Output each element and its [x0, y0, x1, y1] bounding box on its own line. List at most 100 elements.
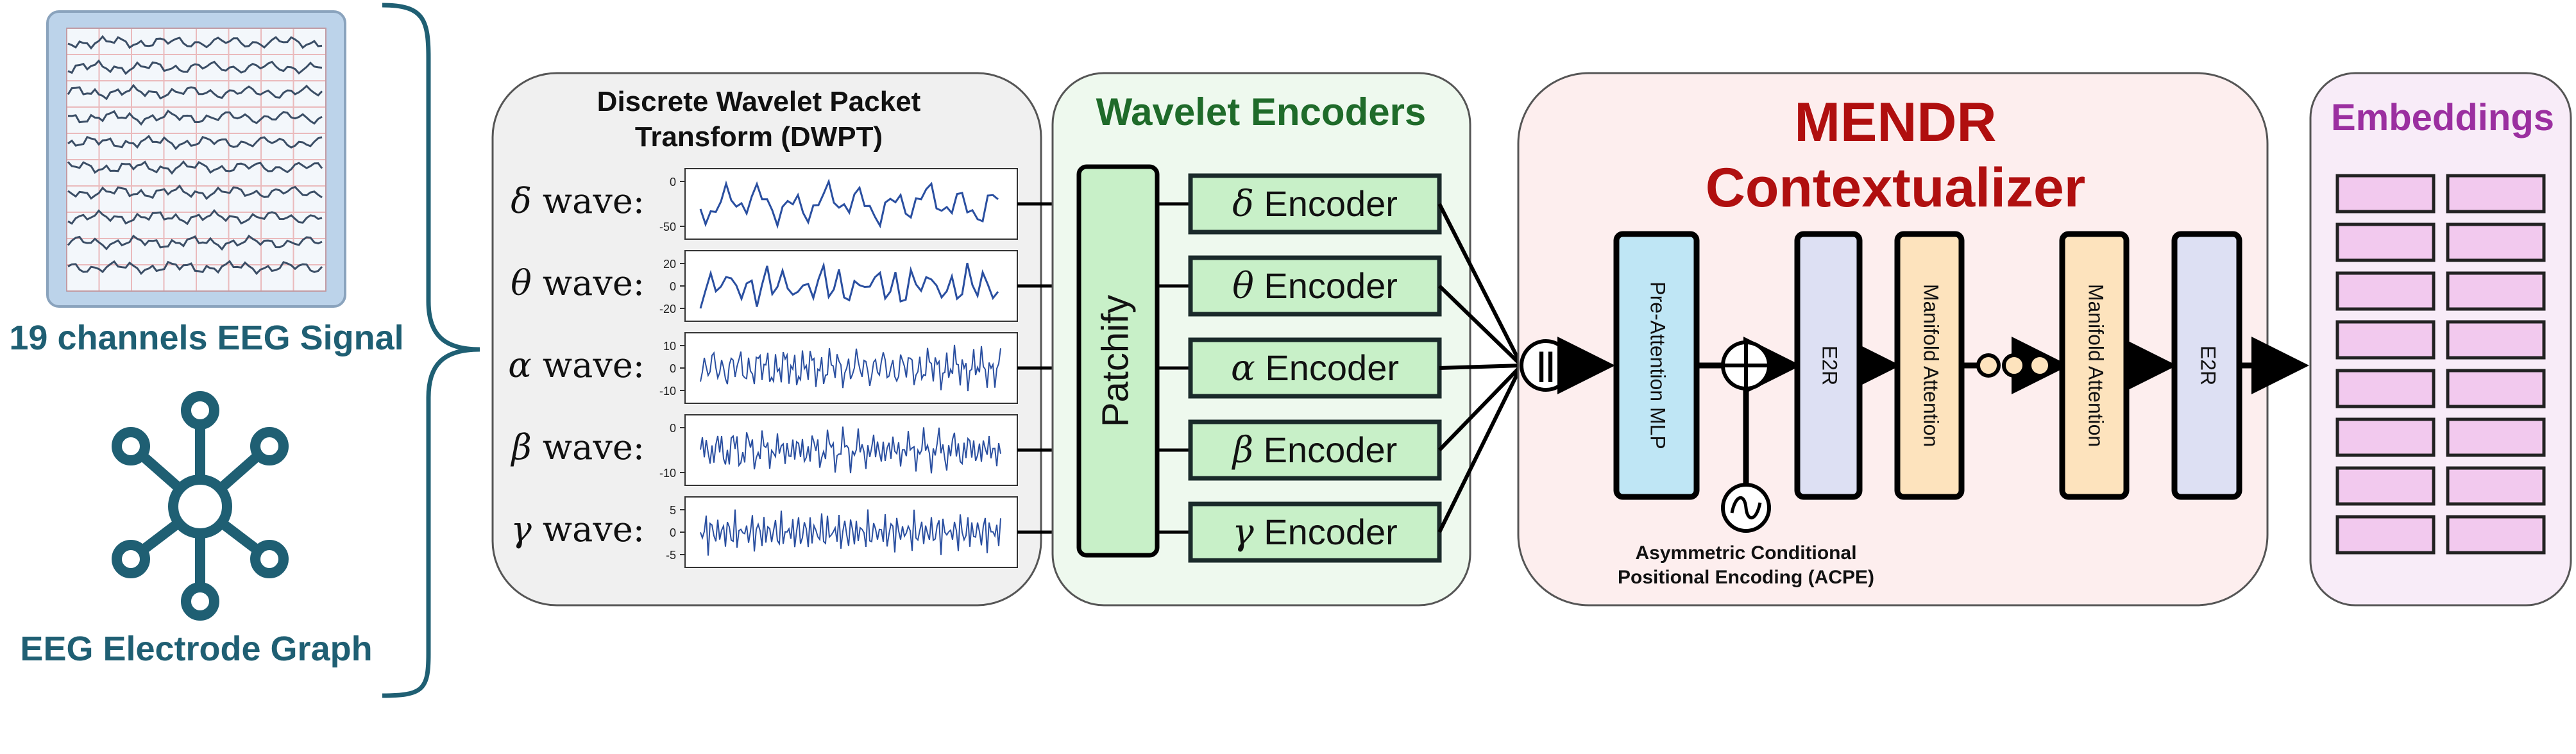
embedding-cell	[2446, 222, 2546, 262]
encoder-row: β Encoder	[1157, 364, 1523, 481]
band-waveform	[700, 344, 1001, 392]
embedding-cell	[2446, 271, 2546, 311]
embedding-cell	[2446, 320, 2546, 360]
encoder-output-connector	[1437, 364, 1523, 452]
e2r-label-2: E2R	[2197, 346, 2220, 385]
band-label: θ wave:	[511, 263, 645, 303]
encoder-row: δ Encoder	[1157, 173, 1523, 367]
embedding-cell	[2335, 271, 2436, 311]
encoders-title: Wavelet Encoders	[1096, 90, 1427, 133]
band-tick-label: 0	[670, 422, 676, 435]
embedding-cell	[2335, 515, 2436, 555]
encoder-label: θ Encoder	[1232, 265, 1398, 307]
encoder-name: Encoder	[1254, 265, 1398, 306]
pre-attention-mlp-block	[1613, 231, 1700, 500]
band-symbol: δ	[511, 181, 532, 221]
encoder-row: θ Encoder	[1157, 255, 1523, 367]
band-label: γ wave:	[511, 509, 645, 549]
encoder-label: α Encoder	[1231, 348, 1399, 389]
band-suffix: wave:	[532, 181, 645, 221]
patchify-label: Patchify	[1094, 295, 1136, 427]
acpe-label-line1: Asymmetric Conditional	[1635, 542, 1856, 564]
encoder-name: Encoder	[1254, 512, 1398, 552]
embedding-cell	[2446, 174, 2546, 214]
band-row: γ wave: 5 0 -5	[511, 496, 1079, 568]
band-plot-box	[684, 332, 1018, 404]
electrode-graph-icon	[112, 391, 289, 621]
band-tick-label: -10	[659, 467, 676, 480]
contextualizer-title-line1: MENDR	[1794, 92, 1996, 153]
band-tick-label: -10	[659, 385, 676, 398]
band-symbol: α	[508, 345, 531, 385]
band-row: δ wave: 0 -50	[511, 168, 1079, 240]
band-suffix: wave:	[532, 427, 645, 467]
band-tick-label: -50	[659, 221, 676, 233]
e2r-block-2	[2171, 231, 2242, 500]
manifold-attention-label-2: Manifold Attention	[2085, 284, 2108, 447]
encoder-row: α Encoder	[1157, 337, 1522, 399]
embedding-cell	[2335, 320, 2436, 360]
manifold-attention-label-1: Manifold Attention	[1920, 284, 1943, 447]
band-label: α wave:	[508, 345, 645, 385]
encoder-output-connector	[1437, 284, 1523, 367]
encoder-symbol: θ	[1232, 265, 1254, 307]
repeat-ellipsis	[1976, 353, 2052, 378]
band-tick-label: 5	[670, 504, 676, 517]
band-label: β wave:	[511, 427, 645, 467]
band-row: β wave: 0 -10	[511, 414, 1079, 486]
embedding-cell	[2335, 466, 2436, 506]
band-suffix: wave:	[532, 263, 645, 303]
band-tick-label: 0	[670, 280, 676, 293]
band-label: δ wave:	[511, 181, 645, 221]
band-tick-label: 20	[663, 258, 676, 271]
band-plot-box	[684, 496, 1018, 568]
band-tick-label: -5	[666, 549, 676, 562]
eeg-signal-image	[46, 10, 346, 308]
band-symbol: γ	[511, 509, 532, 549]
band-tick-label: 0	[670, 176, 676, 188]
band-waveform	[700, 426, 1001, 474]
electrode-graph-label: EEG Electrode Graph	[20, 630, 372, 668]
embedding-cell	[2335, 222, 2436, 262]
dwpt-title-line1: Discrete Wavelet Packet	[597, 86, 921, 117]
encoder-symbol: γ	[1232, 512, 1254, 553]
encoder-symbol: δ	[1232, 183, 1254, 225]
e2r-label-1: E2R	[1818, 346, 1842, 385]
input-brace	[382, 3, 480, 698]
encoder-symbol: α	[1231, 348, 1255, 389]
encoder-name: Encoder	[1254, 183, 1398, 224]
encoder-output-connector	[1437, 203, 1523, 367]
band-plot-box	[684, 414, 1018, 486]
embedding-cell	[2335, 369, 2436, 408]
encoder-name: Encoder	[1255, 348, 1399, 388]
eeg-signal-label: 19 channels EEG Signal	[9, 319, 403, 357]
encoder-output-connector	[1439, 364, 1522, 370]
concat-symbol: ||	[1537, 346, 1555, 383]
encoder-label: δ Encoder	[1232, 183, 1398, 225]
embedding-cell	[2446, 466, 2546, 506]
band-waveform	[700, 509, 1001, 556]
band-tick-label: 0	[670, 526, 676, 539]
dwpt-title-line2: Transform (DWPT)	[635, 121, 883, 153]
band-tick-label: 0	[670, 362, 676, 375]
embedding-cell	[2446, 369, 2546, 408]
embedding-cell	[2335, 174, 2436, 214]
flow-arrows	[1557, 337, 2309, 486]
band-tick-label: 10	[663, 340, 676, 353]
encoder-block	[1188, 173, 1442, 235]
add-operator	[1721, 340, 1771, 390]
band-waveform	[699, 262, 999, 309]
embedding-cell	[2335, 417, 2436, 457]
contextualizer-title-line2: Contextualizer	[1706, 157, 2086, 219]
band-suffix: wave:	[532, 509, 645, 549]
band-tick-label: -20	[659, 303, 676, 315]
encoder-label: γ Encoder	[1232, 512, 1398, 553]
embedding-cell	[2446, 417, 2546, 457]
encoder-name: Encoder	[1253, 430, 1397, 470]
acpe-label-line2: Positional Encoding (ACPE)	[1618, 567, 1874, 588]
band-symbol: β	[511, 427, 532, 467]
band-suffix: wave:	[532, 345, 645, 385]
band-row: α wave: 10 0 -10	[508, 332, 1079, 404]
encoder-row: γ Encoder	[1157, 364, 1523, 563]
band-plot-box	[684, 250, 1018, 322]
